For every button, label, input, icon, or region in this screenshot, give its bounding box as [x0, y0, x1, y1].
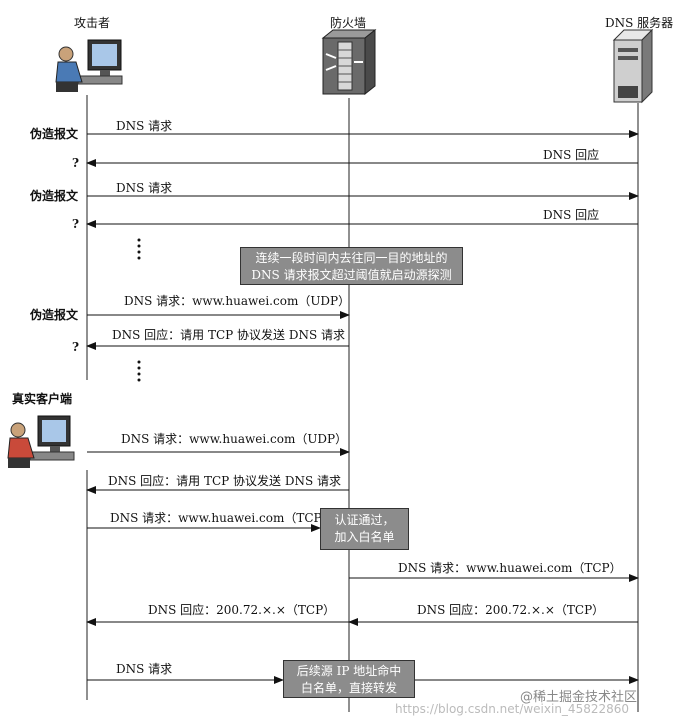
attacker-computer-icon	[55, 39, 123, 92]
whitelist-note-line2: 白名单，直接转发	[300, 681, 397, 695]
auth-note-box: 认证通过， 加入白名单	[320, 508, 409, 550]
firewall-icon	[321, 28, 377, 96]
message-label: DNS 请求	[116, 181, 173, 195]
message-label: DNS 回应	[543, 148, 600, 162]
watermark: @稀土掘金技术社区	[520, 690, 638, 705]
dns-server-header: DNS 服务器	[605, 16, 673, 30]
continuation-dots-1	[137, 238, 141, 260]
unknown-source-label: ?	[72, 217, 80, 231]
message-label: DNS 请求：www.huawei.com（UDP）	[121, 432, 348, 446]
dns-server-icon	[612, 28, 654, 104]
firewall-header: 防火墙	[330, 16, 367, 30]
message-label: DNS 请求	[116, 662, 173, 676]
auth-note-line2: 加入白名单	[334, 530, 395, 544]
message-label: DNS 回应：200.72.×.×（TCP）	[417, 603, 605, 617]
forged-packet-label: 伪造报文	[30, 127, 79, 141]
forged-packet-label: 伪造报文	[30, 308, 79, 322]
whitelist-note-line1: 后续源 IP 地址命中	[296, 664, 402, 678]
message-label: DNS 回应	[543, 208, 600, 222]
real-client-computer-icon	[7, 415, 75, 468]
message-label: DNS 请求：www.huawei.com（UDP）	[124, 294, 351, 308]
attacker-header: 攻击者	[74, 16, 111, 30]
auth-note-line1: 认证通过，	[334, 513, 395, 527]
message-label: DNS 回应：请用 TCP 协议发送 DNS 请求	[108, 474, 342, 488]
unknown-source-label: ?	[72, 156, 80, 170]
message-label: DNS 请求：www.huawei.com（TCP）	[398, 561, 622, 575]
forged-packet-label: 伪造报文	[30, 189, 79, 203]
message-label: DNS 回应：200.72.×.×（TCP）	[148, 603, 336, 617]
continuation-dots-2	[137, 360, 141, 382]
message-label: DNS 请求：www.huawei.com（TCP）	[110, 511, 334, 525]
message-label: DNS 回应：请用 TCP 协议发送 DNS 请求	[112, 328, 346, 342]
unknown-source-label: ?	[72, 340, 80, 354]
threshold-note-line1: 连续一段时间内去往同一目的地址的	[255, 251, 448, 265]
message-label: DNS 请求	[116, 119, 173, 133]
threshold-note-box: 连续一段时间内去往同一目的地址的 DNS 请求报文超过阈值就启动源探测	[240, 247, 463, 285]
real-client-header: 真实客户端	[12, 392, 73, 406]
whitelist-forward-note-box: 后续源 IP 地址命中 白名单，直接转发	[283, 660, 415, 698]
watermark-url: https://blog.csdn.net/weixin_45822860	[395, 702, 630, 716]
threshold-note-line2: DNS 请求报文超过阈值就启动源探测	[251, 268, 452, 282]
